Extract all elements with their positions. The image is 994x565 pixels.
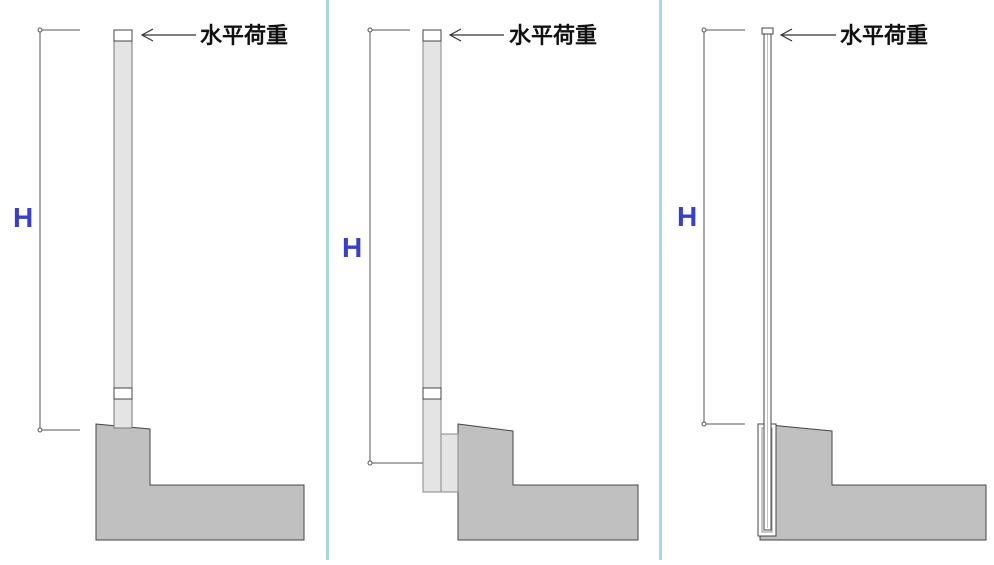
dimension-endpoint-bottom bbox=[367, 460, 373, 466]
panel-divider-1 bbox=[326, 0, 329, 560]
post-sleeve bbox=[439, 433, 459, 493]
panel-2 bbox=[367, 27, 639, 541]
concrete-foundation bbox=[95, 423, 305, 541]
post-band bbox=[113, 387, 133, 400]
load-arrow-head bbox=[448, 28, 462, 42]
load-arrow-head bbox=[140, 28, 154, 42]
load-arrow-head bbox=[779, 28, 793, 42]
dimension-endpoint-bottom bbox=[37, 427, 43, 433]
horizontal-load-label-3: 水平荷重 bbox=[840, 24, 929, 49]
horizontal-load-label-2: 水平荷重 bbox=[509, 24, 598, 49]
dimension-endpoint-top bbox=[37, 27, 43, 33]
dimension-endpoint-top bbox=[367, 27, 373, 33]
glass-panel-cap bbox=[761, 27, 774, 35]
post-cap bbox=[422, 29, 442, 42]
concrete-foundation bbox=[457, 423, 639, 541]
height-label-2: H bbox=[342, 232, 363, 263]
panel-1 bbox=[37, 27, 305, 541]
horizontal-load-label-1: 水平荷重 bbox=[200, 24, 289, 49]
dimension-endpoint-bottom bbox=[701, 421, 707, 427]
panel-3 bbox=[701, 27, 987, 541]
height-label-1: H bbox=[13, 202, 34, 233]
post bbox=[113, 29, 133, 429]
height-label-3: H bbox=[677, 201, 698, 232]
concrete-foundation bbox=[759, 423, 987, 541]
panel-divider-2 bbox=[659, 0, 662, 560]
post-band bbox=[422, 387, 442, 400]
post-cap bbox=[113, 29, 133, 42]
dimension-endpoint-top bbox=[701, 27, 707, 33]
post bbox=[422, 29, 442, 493]
